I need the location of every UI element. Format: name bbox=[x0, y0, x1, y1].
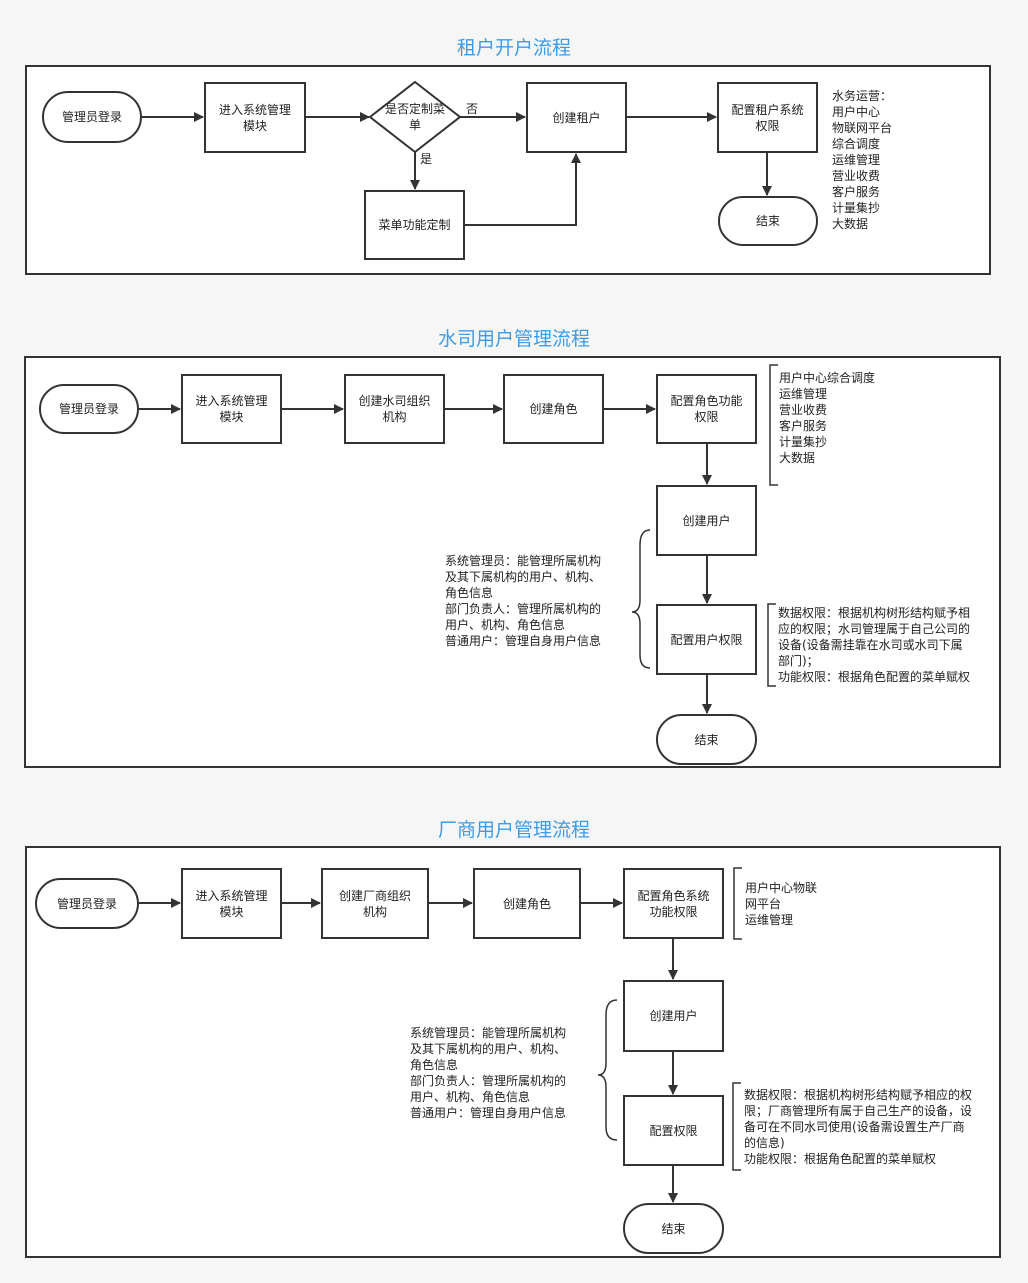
note-water-permission: 数据权限：根据机构树形结构赋予相 应的权限；水司管理属于自己公司的 设备(设备需… bbox=[778, 606, 971, 684]
node-user-permission[interactable]: 配置用户权限 bbox=[656, 604, 757, 675]
node-end[interactable]: 结束 bbox=[623, 1203, 724, 1254]
brace-vendor-roles bbox=[597, 999, 618, 1141]
node-create-user[interactable]: 创建用户 bbox=[623, 980, 724, 1052]
brace-water-roles bbox=[631, 529, 651, 669]
node-create-org[interactable]: 创建厂商组织 机构 bbox=[321, 868, 429, 939]
node-decision-menu[interactable]: 是否定制菜 单 bbox=[384, 102, 445, 132]
node-enter-system[interactable]: 进入系统管理 模块 bbox=[181, 374, 282, 444]
section-title-water: 水司用户管理流程 bbox=[437, 328, 590, 350]
node-role-permission[interactable]: 配置角色系统 功能权限 bbox=[623, 868, 724, 939]
node-end[interactable]: 结束 bbox=[656, 714, 757, 765]
node-create-user[interactable]: 创建用户 bbox=[656, 485, 757, 556]
bracket-vendor-modules bbox=[733, 867, 742, 940]
bracket-vendor-permission bbox=[732, 1082, 741, 1171]
note-vendor-permission: 数据权限：根据机构树形结构赋予相应的权 限；厂商管理所有属于自己生产的设备，设 … bbox=[744, 1088, 973, 1166]
note-vendor-modules: 用户中心物联 网平台 运维管理 bbox=[745, 881, 818, 927]
bracket-water-permission bbox=[767, 603, 776, 687]
note-vendor-roles: 系统管理员：能管理所属机构 及其下属机构的用户、机构、 角色信息 部门负责人：管… bbox=[410, 1026, 567, 1120]
node-create-tenant[interactable]: 创建租户 bbox=[526, 82, 627, 153]
node-admin-login[interactable]: 管理员登录 bbox=[39, 384, 139, 434]
section-title-vendor: 厂商用户管理流程 bbox=[437, 819, 590, 841]
node-end[interactable]: 结束 bbox=[718, 196, 818, 246]
node-role-permission[interactable]: 配置角色功能 权限 bbox=[656, 374, 757, 444]
node-create-org[interactable]: 创建水司组织 机构 bbox=[344, 374, 445, 444]
node-enter-system[interactable]: 进入系统管理 模块 bbox=[204, 82, 306, 153]
note-water-modules: 用户中心综合调度 运维管理 营业收费 客户服务 计量集抄 大数据 bbox=[779, 371, 876, 465]
node-enter-system[interactable]: 进入系统管理 模块 bbox=[181, 868, 282, 939]
note-tenant-modules: 水务运营： 用户中心 物联网平台 综合调度 运维管理 营业收费 客户服务 计量集… bbox=[832, 89, 893, 231]
arrow-custom-tenant bbox=[465, 153, 581, 226]
node-create-role[interactable]: 创建角色 bbox=[503, 374, 604, 444]
node-permission[interactable]: 配置权限 bbox=[623, 1095, 724, 1166]
frame-tenant bbox=[25, 65, 991, 275]
decision-diamond bbox=[368, 80, 462, 154]
node-admin-login[interactable]: 管理员登录 bbox=[35, 878, 139, 929]
node-config-tenant[interactable]: 配置租户系统 权限 bbox=[717, 82, 818, 153]
node-admin-login[interactable]: 管理员登录 bbox=[42, 91, 142, 143]
edge-label-no: 否 bbox=[466, 102, 479, 116]
node-menu-custom[interactable]: 菜单功能定制 bbox=[364, 190, 465, 260]
section-title-tenant: 租户开户流程 bbox=[456, 37, 571, 59]
edge-label-yes: 是 bbox=[420, 152, 433, 166]
note-water-roles: 系统管理员：能管理所属机构 及其下属机构的用户、机构、 角色信息 部门负责人：管… bbox=[445, 554, 602, 648]
node-create-role[interactable]: 创建角色 bbox=[473, 868, 581, 939]
bracket-tenant-modules bbox=[825, 87, 828, 240]
bracket-water-modules bbox=[769, 364, 778, 486]
